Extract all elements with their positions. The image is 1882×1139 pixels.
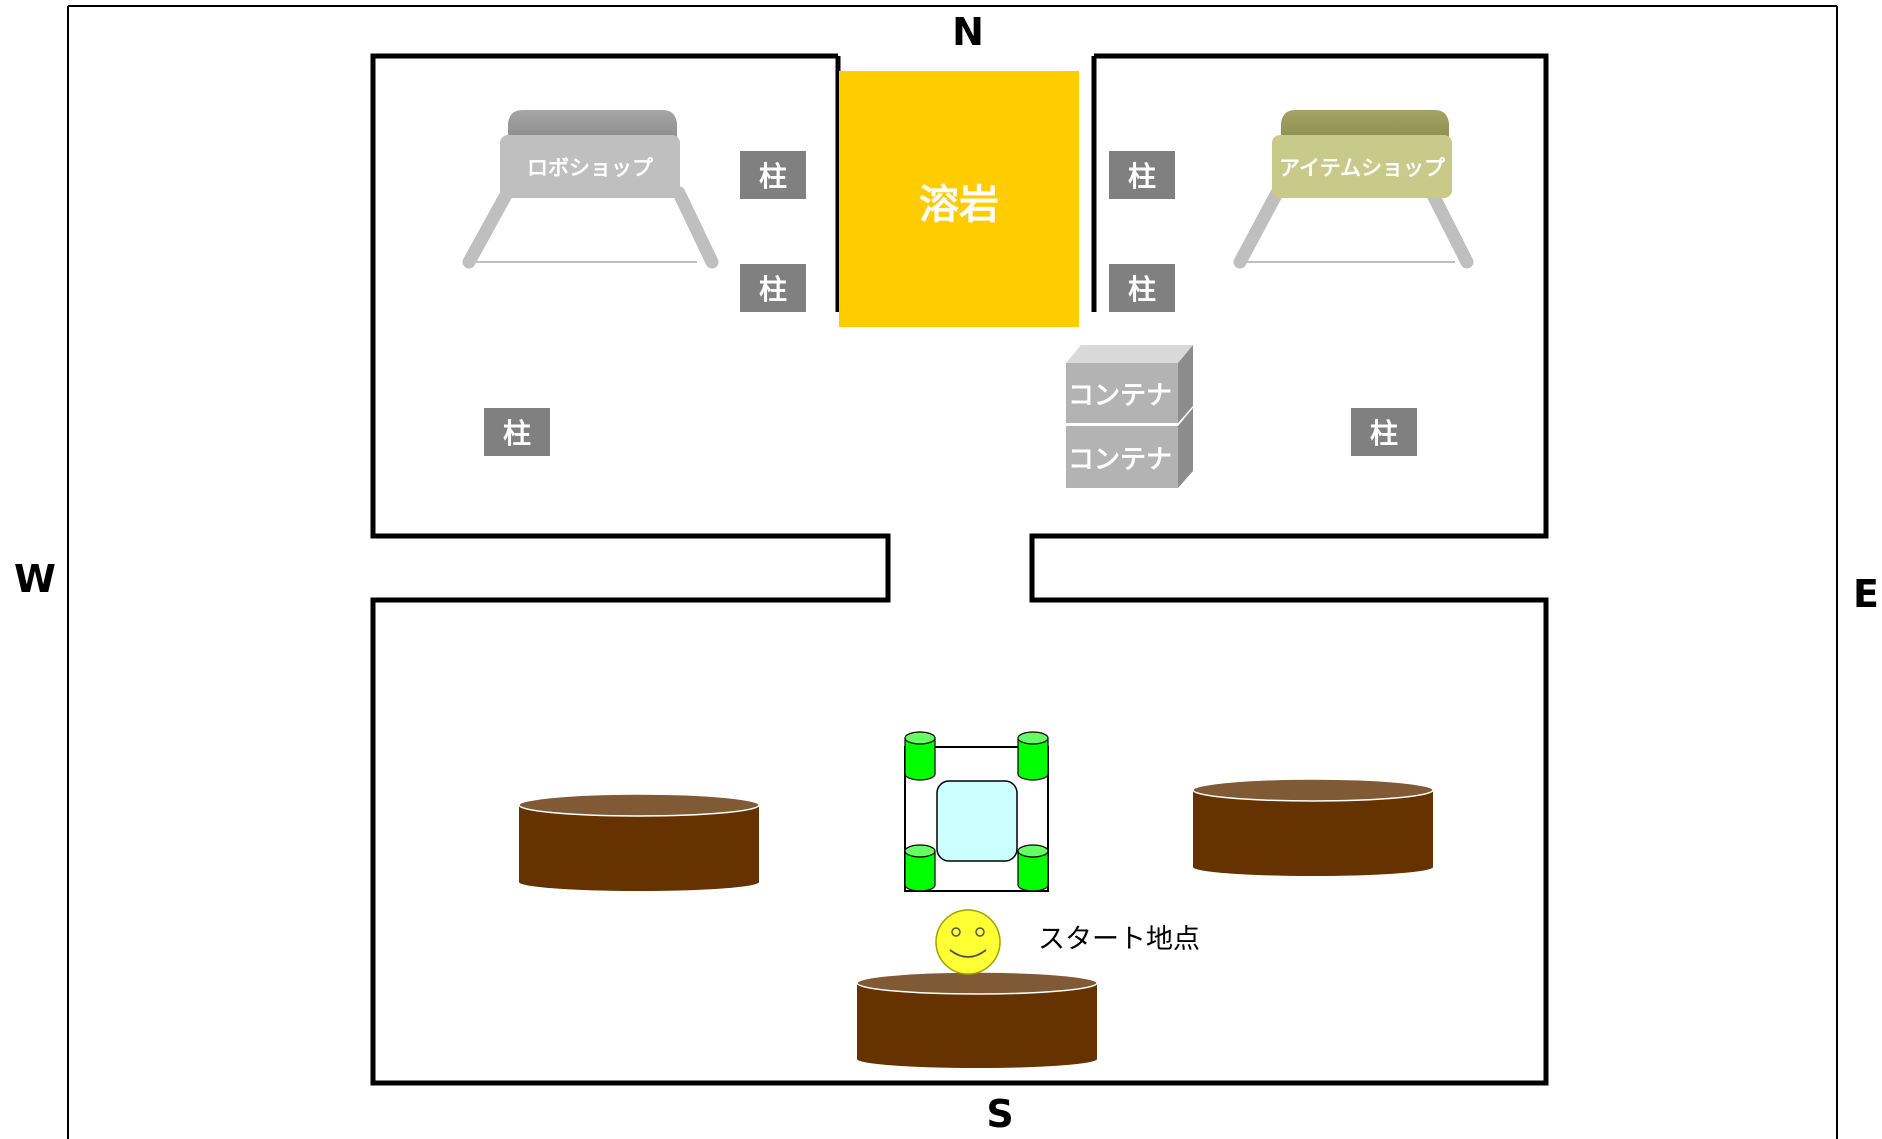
lava-area <box>839 71 1079 327</box>
container-label: コンテナ <box>1068 381 1172 411</box>
compass-east: E <box>1853 572 1879 616</box>
platform-west <box>518 793 760 891</box>
pillar: 柱 <box>1351 408 1417 456</box>
item-shop-label: アイテムショップ <box>1279 156 1446 180</box>
robo-shop-label: ロボショップ <box>527 156 654 180</box>
start-point-label: スタート地点 <box>1038 924 1200 955</box>
svg-text:柱: 柱 <box>1128 160 1156 193</box>
robo-shop: ロボショップ <box>462 110 719 269</box>
smiley-face-icon <box>935 909 1001 975</box>
svg-text:柱: 柱 <box>503 417 531 450</box>
platform-east <box>1192 778 1434 876</box>
pillar: 柱 <box>740 264 806 312</box>
platform-south <box>856 971 1098 1068</box>
robot-vehicle-icon <box>904 731 1049 892</box>
svg-text:柱: 柱 <box>1370 417 1398 450</box>
pillar: 柱 <box>1109 151 1175 199</box>
compass-south: S <box>986 1092 1013 1136</box>
container-stack: コンテナ コンテナ <box>1066 345 1193 488</box>
pillar: 柱 <box>484 408 550 456</box>
svg-text:柱: 柱 <box>759 273 787 306</box>
compass-north: N <box>952 10 984 54</box>
pillar: 柱 <box>1109 264 1175 312</box>
pillar: 柱 <box>740 151 806 199</box>
compass-west: W <box>14 557 56 601</box>
lava-label: 溶岩 <box>919 182 999 228</box>
room-walls <box>370 53 1549 1086</box>
svg-text:柱: 柱 <box>1128 273 1156 306</box>
container-label: コンテナ <box>1068 445 1172 475</box>
item-shop: アイテムショップ <box>1233 110 1474 269</box>
outer-frame <box>67 5 1838 1139</box>
svg-text:柱: 柱 <box>759 160 787 193</box>
